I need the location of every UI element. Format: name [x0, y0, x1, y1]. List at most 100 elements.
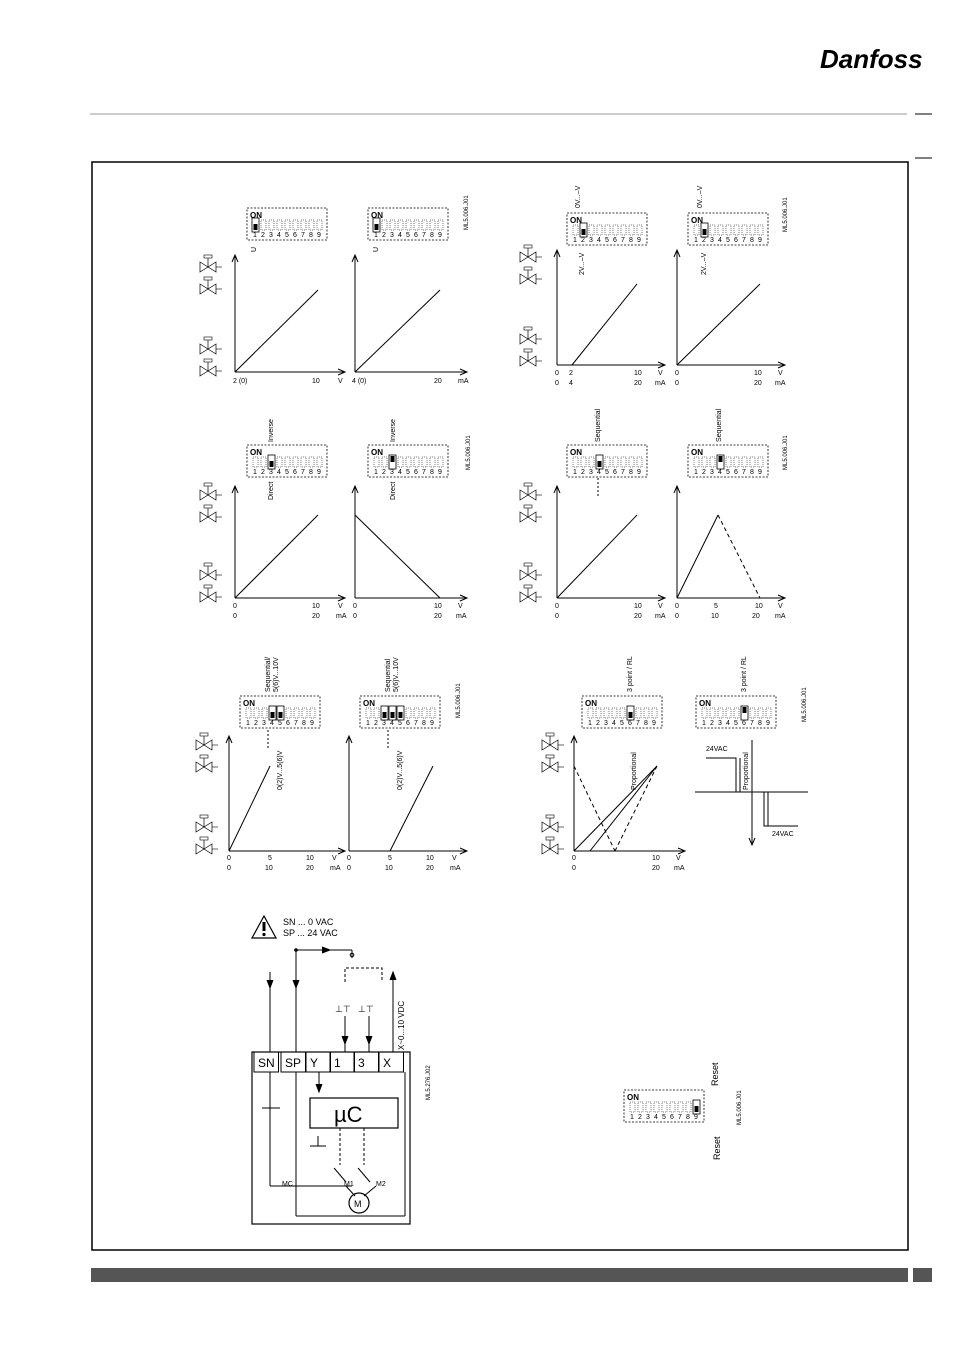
dip-number: 5 — [278, 720, 282, 727]
dip-number: 4 — [726, 720, 730, 727]
dip-switch-knob — [742, 707, 747, 713]
dip-switch-knob — [398, 712, 403, 718]
dip-slot — [596, 224, 603, 236]
dip-number: 6 — [414, 232, 418, 239]
terminal-cell — [253, 1051, 279, 1073]
dip-slot — [757, 224, 764, 236]
dip-slot — [429, 456, 436, 468]
microcontroller-box — [309, 1097, 399, 1129]
dip-slot — [604, 456, 611, 468]
unit-label: V — [332, 855, 337, 862]
figure-code: ML5.276.J02 — [426, 1065, 432, 1100]
unit-label: mA — [450, 865, 461, 872]
dashed-line — [614, 765, 658, 852]
dip-number: 4 — [654, 1114, 658, 1121]
tick-label: 10 — [634, 370, 642, 377]
dip-number: 1 — [630, 1114, 634, 1121]
valve-actuator — [523, 348, 533, 353]
dip-slot — [421, 707, 428, 719]
dip-slot — [587, 707, 594, 719]
tick-label: 0 — [555, 370, 559, 377]
valve-actuator — [523, 244, 533, 249]
mc-label: MC — [282, 1181, 293, 1188]
tick-label: 10 — [306, 855, 314, 862]
terminal-cell — [378, 1051, 404, 1073]
tick-label: 0 — [555, 613, 559, 620]
dip-number: 7 — [414, 720, 418, 727]
dip-slot — [397, 456, 404, 468]
arrow-right — [677, 847, 687, 855]
dip-number: 6 — [293, 232, 297, 239]
dip-slot — [701, 456, 708, 468]
switch-label-top: Sequential — [716, 408, 723, 442]
unit-label: mA — [336, 613, 347, 620]
switch-label-top: 3 point / RL — [741, 656, 748, 692]
tick-label: 10 — [312, 603, 320, 610]
valve-actuator — [203, 562, 213, 567]
terminal-label: SP — [285, 1056, 301, 1070]
arrow-down-filled — [315, 1083, 323, 1094]
switch-label-top: 5(6)V...10V — [393, 657, 400, 692]
dip-number: 8 — [758, 720, 762, 727]
dip-number: 9 — [310, 720, 314, 727]
dip-number: 2 — [581, 469, 585, 476]
tick-label: 4 (0) — [352, 378, 366, 385]
dip-number: 8 — [629, 237, 633, 244]
dip-number: 9 — [766, 720, 770, 727]
brand-logo: Danfoss — [820, 44, 923, 74]
dip-switch-block — [566, 212, 648, 246]
tick-label: V — [778, 370, 783, 377]
valve-actuator — [199, 814, 209, 819]
dip-number: 1 — [246, 720, 250, 727]
switch-label-bottom: 0(2)V...5(6)V — [277, 750, 284, 790]
tick-label: 0 — [572, 865, 576, 872]
figure-code: ML5.006.J01 — [464, 195, 470, 230]
dip-slot — [373, 707, 380, 719]
actuator-box — [251, 1051, 411, 1225]
dip-slot — [253, 707, 260, 719]
arrow-up — [231, 253, 239, 263]
dip-switch-knob — [390, 456, 395, 462]
dip-slot — [580, 456, 587, 468]
dip-slot — [693, 224, 700, 236]
dip-number: 5 — [620, 720, 624, 727]
dip-number: 5 — [285, 469, 289, 476]
arrow-up — [345, 734, 353, 744]
dip-number: 4 — [398, 232, 402, 239]
dip-number: 4 — [277, 232, 281, 239]
sequential-dashed-line — [717, 514, 761, 599]
voltage-label: 24VAC — [772, 831, 794, 838]
dip-slot — [612, 224, 619, 236]
dip-number: 2 — [702, 469, 706, 476]
dip-slot — [603, 707, 610, 719]
dip-number: 6 — [414, 469, 418, 476]
tick-label: 0 — [555, 380, 559, 387]
dip-number: 8 — [430, 469, 434, 476]
dip-number: 6 — [628, 720, 632, 727]
dip-number: 9 — [317, 469, 321, 476]
dip-number: 1 — [702, 720, 706, 727]
warning-exclamation-icon — [262, 922, 266, 931]
dip-number: 6 — [742, 720, 746, 727]
figure-code: ML5.006.J01 — [466, 435, 472, 470]
unit-label: V — [676, 855, 681, 862]
unit-label: mA — [456, 613, 467, 620]
dip-number: 7 — [678, 1114, 682, 1121]
dip-number: 2 — [261, 232, 265, 239]
dip-slot — [643, 707, 650, 719]
m2-label: M2 — [376, 1181, 386, 1188]
dip-slot — [645, 1101, 652, 1113]
dip-number: 7 — [301, 469, 305, 476]
dip-slot — [292, 219, 299, 231]
dip-slot — [572, 224, 579, 236]
valve-actuator — [523, 504, 533, 509]
tick-label: 10 — [426, 855, 434, 862]
dip-slot — [595, 707, 602, 719]
arrow-right — [459, 847, 469, 855]
arrow-up — [351, 253, 359, 263]
dip-number: 1 — [253, 232, 257, 239]
dip-number: 3 — [589, 237, 593, 244]
tick-label: 0 — [227, 855, 231, 862]
dip-number: 7 — [621, 469, 625, 476]
dip-number: 7 — [301, 232, 305, 239]
